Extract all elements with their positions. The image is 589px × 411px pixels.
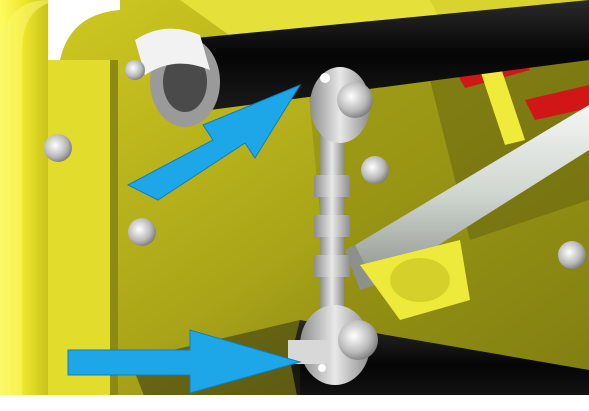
upper-bracket: [135, 28, 210, 76]
grease-fitting-top: [320, 73, 330, 83]
left-tube-highlight: [0, 0, 60, 411]
bolt-5: [125, 60, 145, 80]
lower-rod-bolt: [338, 320, 378, 360]
left-panel-edge: [110, 60, 118, 400]
upper-rod-bolt: [337, 82, 373, 118]
rod-nut-2: [314, 215, 350, 237]
grey-bar-end: [345, 245, 375, 290]
arrow-right-icon: [67, 329, 302, 394]
bolt-4: [558, 241, 586, 269]
red-tab-3: [525, 85, 589, 120]
upper-bushing-hole: [163, 52, 207, 112]
grease-fitting-bottom: [318, 364, 326, 372]
grey-diagonal-bar: [355, 105, 589, 285]
rod-nut-1: [314, 175, 350, 197]
bolt-1: [44, 134, 72, 162]
bolt-3: [361, 156, 389, 184]
white-tube-top: [48, 0, 120, 60]
brace-cutout: [390, 258, 450, 302]
upper-black-arm: [175, 0, 589, 110]
bottom-white-strip: [0, 395, 589, 411]
rod-nut-3: [314, 255, 350, 277]
arrow-up-right-icon: [126, 83, 302, 201]
right-strut: [480, 65, 525, 145]
left-panel: [48, 60, 118, 400]
bolt-2: [128, 218, 156, 246]
